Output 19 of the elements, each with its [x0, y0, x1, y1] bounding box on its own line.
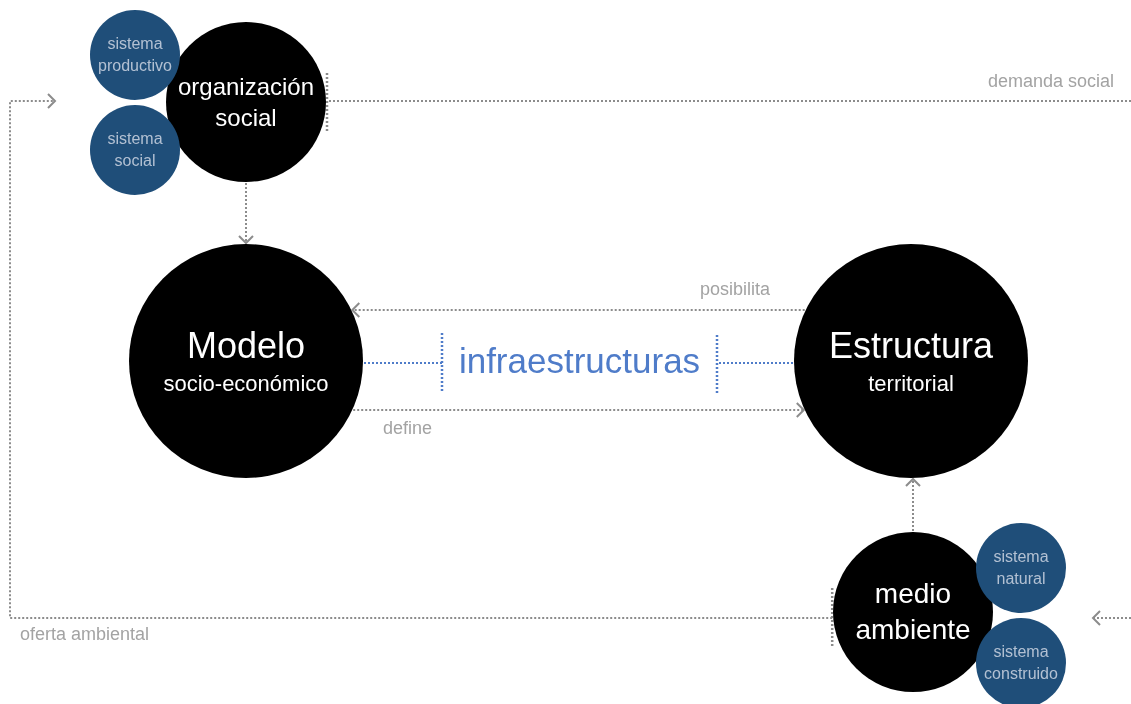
node-title: sistema natural — [992, 547, 1050, 589]
node-title: sistema construido — [983, 642, 1059, 684]
node-title: Modelo — [186, 324, 306, 369]
node-subtitle: territorial — [868, 370, 954, 399]
node-title: Estructura — [828, 324, 994, 369]
node-title: sistema social — [106, 129, 164, 171]
node-title: medio ambiente — [854, 576, 972, 647]
node-subtitle: socio-económico — [163, 370, 329, 399]
edge-label: demanda social — [988, 71, 1115, 92]
dotted-arrow — [905, 478, 921, 532]
edge-label: oferta ambiental — [20, 624, 150, 645]
node-title: organización social — [176, 71, 316, 133]
dotted-arrow — [238, 182, 254, 244]
dotted-arrow — [352, 402, 805, 418]
node-title: sistema productivo — [97, 34, 173, 76]
concept-label: infraestructuras — [443, 335, 716, 387]
dotted-arrow — [351, 302, 806, 318]
edge-label: posibilita — [700, 279, 771, 300]
edge-label: define — [383, 418, 433, 439]
